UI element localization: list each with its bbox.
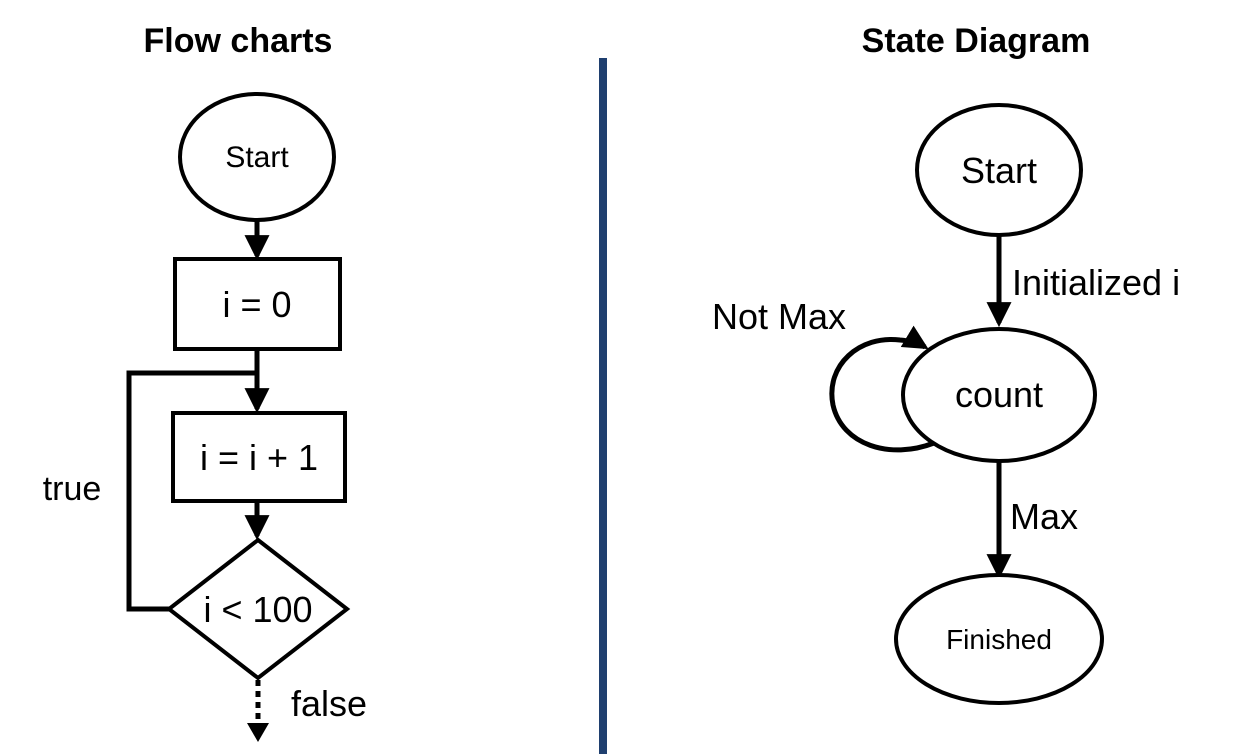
flow-chart: Flow charts Start i = 0 i = i + 1 i < 10… — [43, 22, 367, 742]
flow-init-label: i = 0 — [222, 284, 291, 325]
flow-condition-label: i < 100 — [203, 589, 312, 630]
state-self-loop — [829, 325, 935, 453]
flow-condition-diamond — [165, 537, 351, 681]
state-not-max-label: Not Max — [712, 296, 846, 337]
state-diagram-title: State Diagram — [862, 22, 1091, 60]
flow-init-box — [173, 257, 342, 351]
flow-true-loop — [126, 370, 257, 612]
flow-increment-box — [171, 411, 347, 503]
state-max-label: Max — [1010, 496, 1078, 537]
flow-true-label: true — [43, 470, 102, 508]
state-start-label: Start — [961, 150, 1037, 191]
state-finished-label: Finished — [946, 624, 1052, 655]
state-initialized-label: Initialized i — [1012, 262, 1180, 303]
state-diagram: State Diagram Start Initialized i count … — [712, 22, 1180, 705]
flow-chart-title: Flow charts — [144, 22, 333, 60]
flow-false-arrowhead — [247, 723, 269, 742]
state-count-label: count — [955, 374, 1043, 415]
flow-increment-label: i = i + 1 — [200, 437, 318, 478]
flow-false-label: false — [291, 683, 367, 724]
flow-start-label: Start — [225, 141, 289, 174]
state-finished-node — [894, 573, 1104, 705]
